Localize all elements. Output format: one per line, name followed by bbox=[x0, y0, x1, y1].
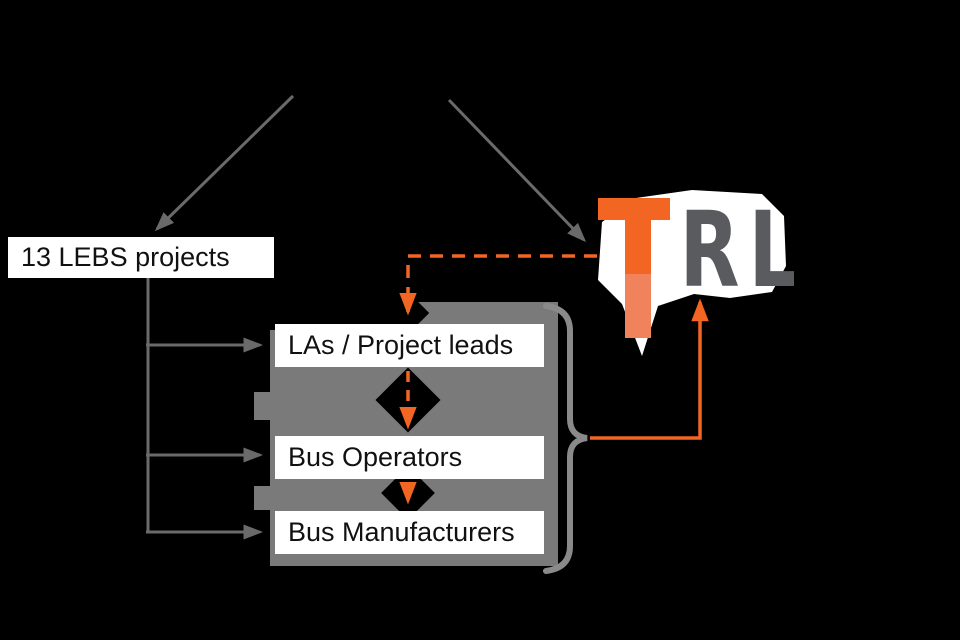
logo-letters: R L bbox=[680, 190, 795, 311]
manufacturers-box-label: Bus Manufacturers bbox=[288, 517, 515, 547]
lebs-box-label: 13 LEBS projects bbox=[21, 242, 230, 272]
logo-letter-l: L bbox=[749, 190, 795, 311]
operators-box-label: Bus Operators bbox=[288, 442, 463, 472]
panel-tab-upper bbox=[254, 392, 276, 420]
las-box: LAs / Project leads bbox=[275, 324, 544, 367]
top-box bbox=[8, 54, 372, 92]
panel-tab-lower bbox=[254, 486, 276, 510]
las-box-label: LAs / Project leads bbox=[288, 330, 514, 360]
trl-logo: R L bbox=[594, 186, 794, 364]
manufacturers-box: Bus Manufacturers bbox=[275, 511, 544, 554]
trl-logo-art: R L bbox=[598, 190, 795, 356]
logo-letter-r: R bbox=[680, 190, 740, 311]
lebs-box: 13 LEBS projects bbox=[8, 237, 274, 278]
logo-t-stem-light bbox=[625, 274, 651, 338]
arrow-topbox-to-lebs bbox=[154, 94, 295, 232]
operators-box: Bus Operators bbox=[275, 436, 544, 479]
arrow-topbox-to-trl bbox=[447, 98, 587, 243]
